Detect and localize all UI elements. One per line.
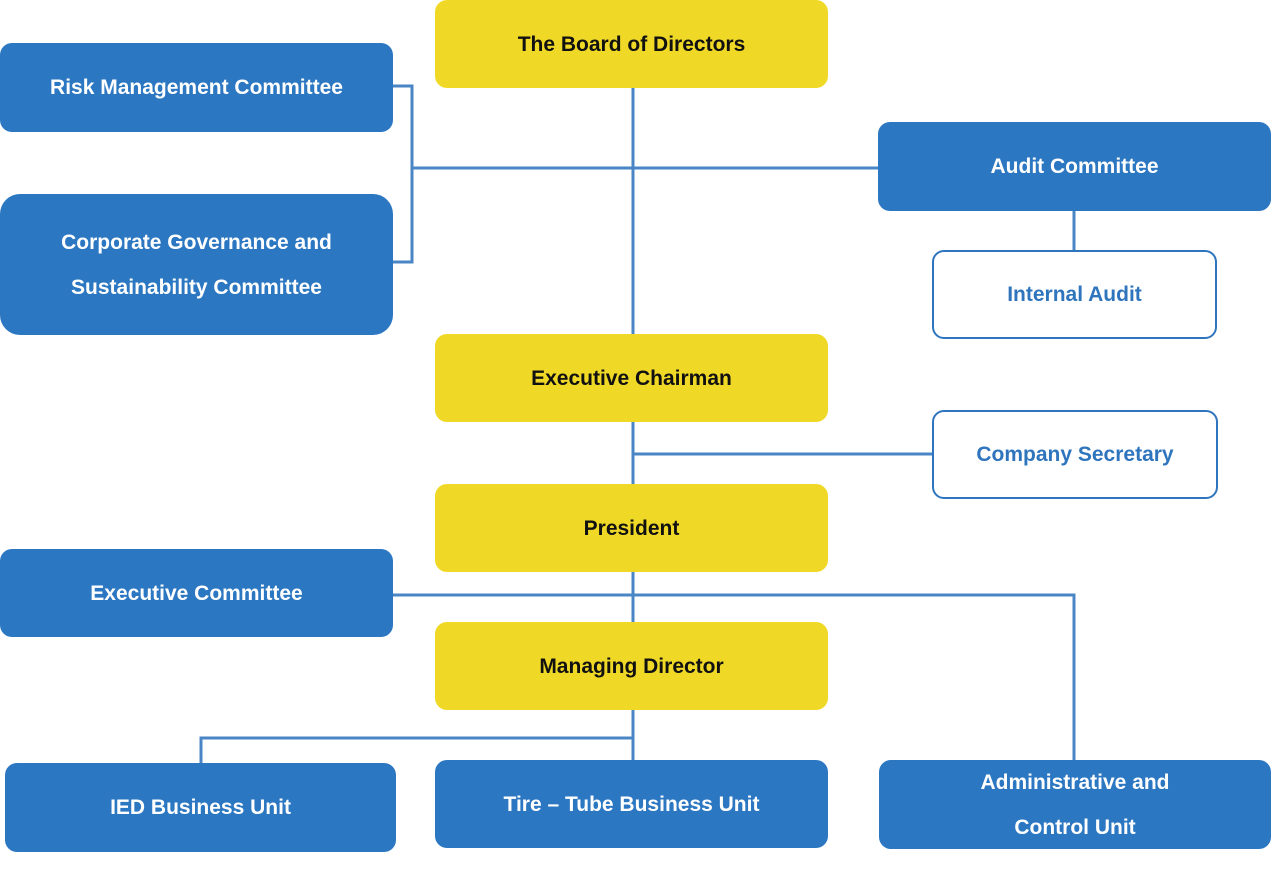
managing-director-label: Managing Director [539, 654, 724, 678]
tire-tube-business-unit-box: Tire – Tube Business Unit [435, 760, 828, 848]
risk-management-committee-box: Risk Management Committee [0, 43, 393, 132]
executive-chairman-box: Executive Chairman [435, 334, 828, 422]
administrative-control-label-line1: Administrative and [980, 770, 1170, 794]
tire-tube-business-unit-label: Tire – Tube Business Unit [503, 792, 760, 816]
corporate-governance-label-line2: Sustainability Committee [71, 275, 322, 299]
board-of-directors-box: The Board of Directors [435, 0, 828, 88]
internal-audit-label: Internal Audit [1007, 283, 1142, 306]
company-secretary-label: Company Secretary [976, 443, 1174, 466]
line-exec-committee-admin [392, 593, 1076, 762]
risk-management-committee-label: Risk Management Committee [50, 76, 343, 99]
line-committees-bracket [392, 84, 414, 264]
executive-committee-box: Executive Committee [0, 549, 393, 637]
executive-committee-label: Executive Committee [90, 581, 303, 605]
managing-director-box: Managing Director [435, 622, 828, 710]
board-of-directors-label: The Board of Directors [517, 32, 746, 56]
company-secretary-box: Company Secretary [932, 410, 1218, 499]
administrative-control-unit-box: Administrative and Control Unit [879, 760, 1271, 849]
administrative-control-label-line2: Control Unit [1014, 815, 1136, 839]
internal-audit-box: Internal Audit [932, 250, 1217, 339]
president-box: President [435, 484, 828, 572]
executive-chairman-label: Executive Chairman [531, 366, 732, 390]
audit-committee-box: Audit Committee [878, 122, 1271, 211]
corporate-governance-committee-box: Corporate Governance and Sustainability … [0, 194, 393, 335]
audit-committee-label: Audit Committee [990, 155, 1159, 178]
ied-business-unit-box: IED Business Unit [5, 763, 396, 852]
line-ied [199, 736, 633, 764]
corporate-governance-label-line1: Corporate Governance and [61, 230, 332, 254]
ied-business-unit-label: IED Business Unit [110, 796, 291, 819]
president-label: President [583, 516, 680, 540]
